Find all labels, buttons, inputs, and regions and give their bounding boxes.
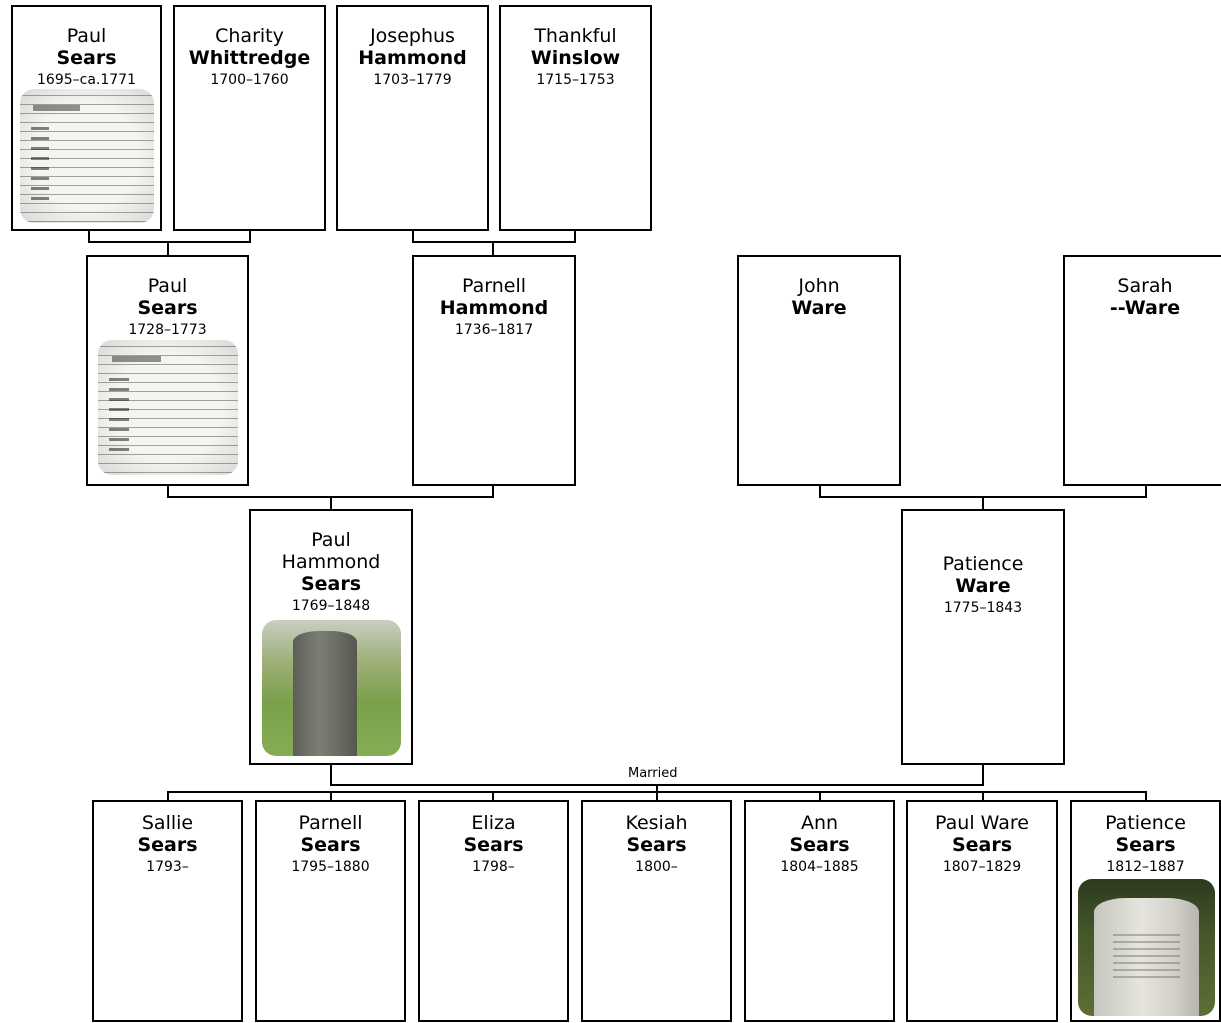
connector-line [492,484,494,497]
person-card-patience-ware[interactable]: Patience Ware 1775–1843 [901,509,1065,765]
gravestone-icon [292,630,357,756]
person-card-josephus-hammond[interactable]: Josephus Hammond 1703–1779 [336,5,489,231]
given-name: Paul [66,25,107,47]
life-dates: 1703–1779 [373,72,452,88]
life-dates: 1736–1817 [454,322,534,338]
given-name: Parnell [461,275,526,297]
given-name: Patience [1105,812,1186,834]
life-dates: 1769–1848 [291,598,371,614]
connector-line [330,496,332,510]
person-card-parnell-hammond[interactable]: Parnell Hammond 1736–1817 [412,255,576,486]
married-label: Married [626,766,680,781]
connector-line [88,229,90,242]
surname: --Ware [1109,297,1181,319]
surname: Sears [300,573,362,595]
connector-line [167,241,169,256]
life-dates: 1700–1760 [210,72,289,88]
connector-line [982,764,984,786]
life-dates: 1798– [472,859,515,875]
connector-line [88,241,251,243]
person-card-kesiah-sears[interactable]: Kesiah Sears 1800– [581,800,732,1022]
person-card-eliza-sears[interactable]: Eliza Sears 1798– [418,800,569,1022]
life-dates: 1695–ca.1771 [37,72,136,88]
gravestone-photo[interactable] [262,620,401,756]
given-name: John [798,275,840,297]
surname: Sears [300,834,361,856]
gravestone-photo[interactable] [1078,879,1215,1016]
life-dates: 1807–1829 [942,859,1022,875]
person-card-john-ware[interactable]: John Ware [737,255,901,486]
given-name: Paul Hammond [281,529,381,573]
connector-line [167,791,169,801]
given-name: Paul [147,275,188,297]
document-photo[interactable] [98,340,238,475]
person-card-sarah-ware[interactable]: Sarah --Ware [1063,255,1221,486]
connector-line [492,241,494,256]
given-name: Sallie [141,812,194,834]
given-name: Charity [215,25,284,47]
connector-line [412,229,414,242]
given-name: Kesiah [625,812,688,834]
surname: Sears [463,834,524,856]
connector-line [982,496,984,510]
given-name: Sarah [1117,275,1173,297]
given-name: Ann [800,812,839,834]
surname: Sears [1115,834,1176,856]
given-name: Parnell [298,812,363,834]
person-card-paul-sears-1728[interactable]: Paul Sears 1728–1773 [86,255,249,486]
surname: Hammond [358,47,467,69]
connector-line [982,791,984,801]
connector-line [249,229,251,242]
person-card-paul-ware-sears[interactable]: Paul Ware Sears 1807–1829 [906,800,1058,1022]
connector-line [656,791,658,801]
given-name: Paul Ware [935,812,1029,834]
surname: Sears [137,297,198,319]
person-card-parnell-sears[interactable]: Parnell Sears 1795–1880 [255,800,406,1022]
given-name: Thankful [534,25,617,47]
surname: Ware [791,297,847,319]
life-dates: 1812–1887 [1106,859,1185,875]
connector-line [1145,484,1147,497]
connector-line [330,791,332,801]
given-name: Eliza [471,812,516,834]
surname: Sears [789,834,850,856]
surname: Sears [951,834,1013,856]
connector-line [574,229,576,242]
person-card-sallie-sears[interactable]: Sallie Sears 1793– [92,800,243,1022]
connector-line [819,791,821,801]
connector-line [167,484,169,497]
life-dates: 1804–1885 [780,859,859,875]
life-dates: 1728–1773 [128,322,207,338]
life-dates: 1795–1880 [291,859,370,875]
life-dates: 1793– [146,859,189,875]
person-card-paul-sears-1695[interactable]: Paul Sears 1695–ca.1771 [11,5,162,231]
surname: Winslow [530,47,621,69]
life-dates: 1715–1753 [536,72,615,88]
life-dates: 1775–1843 [943,600,1023,616]
surname: Hammond [439,297,549,319]
gravestone-icon [1094,898,1199,1016]
person-card-charity-whittredge[interactable]: Charity Whittredge 1700–1760 [173,5,326,231]
given-name: Josephus [370,25,455,47]
given-name: Patience [942,553,1024,575]
surname: Ware [955,575,1011,597]
connector-line [656,784,658,792]
document-photo[interactable] [20,89,154,223]
surname: Sears [626,834,687,856]
person-card-thankful-winslow[interactable]: Thankful Winslow 1715–1753 [499,5,652,231]
life-dates: 1800– [635,859,678,875]
person-card-paul-hammond-sears[interactable]: Paul Hammond Sears 1769–1848 [249,509,413,765]
connector-line [412,241,576,243]
surname: Whittredge [188,47,311,69]
connector-line [1145,791,1147,801]
surname: Sears [56,47,117,69]
connector-line [330,764,332,786]
connector-line [492,791,494,801]
person-card-patience-sears[interactable]: Patience Sears 1812–1887 [1070,800,1221,1022]
surname: Sears [137,834,198,856]
person-card-ann-sears[interactable]: Ann Sears 1804–1885 [744,800,895,1022]
connector-line [819,484,821,497]
